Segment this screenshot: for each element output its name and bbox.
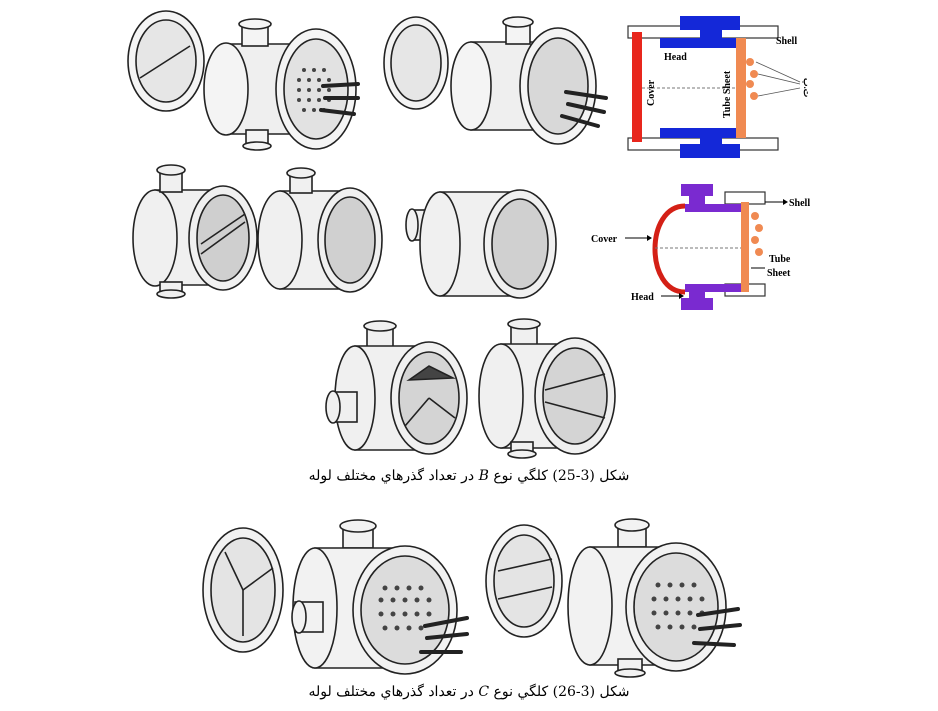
- figure-caption-25: شكل (3-25) كلگي نوع B در تعداد گذرهاي مخ…: [0, 468, 938, 484]
- channel-sketch-5: [405, 189, 557, 299]
- caption-25-letter: B: [478, 468, 489, 484]
- label-tube-sheet: Tube Sheet: [722, 70, 733, 118]
- channel-sketch-7: [478, 318, 616, 459]
- cover-plate: [632, 32, 642, 142]
- channel-sketch-1: [127, 10, 360, 151]
- caption-26-suffix: در تعداد گذرهاي مختلف لوله: [308, 684, 474, 700]
- channel-sketch-8: [202, 519, 469, 675]
- channel-sketch-3: [132, 164, 258, 299]
- figure-caption-26: شكل (3-26) كلگي نوع C در تعداد گذرهاي مخ…: [0, 684, 938, 700]
- head-flange-top-mid: [681, 184, 713, 196]
- caption-26-prefix: شكل (3-26) كلگي نوع: [493, 684, 630, 700]
- label-tube-mid: Tube: [769, 254, 791, 265]
- channel-sketch-9: [485, 518, 742, 678]
- head-flange-top: [680, 16, 740, 30]
- head-flange-bottom: [680, 144, 740, 158]
- tube-sheet-plate: [736, 38, 746, 138]
- cover-dome: [652, 203, 686, 295]
- tube-sheet-mid: [741, 202, 749, 292]
- channel-sketch-2: [383, 16, 608, 145]
- caption-26-letter: C: [478, 684, 490, 700]
- label-head-mid: Head: [631, 292, 654, 303]
- caption-25-prefix: شكل (3-25) كلگي نوع: [493, 468, 630, 484]
- caption-25-suffix: در تعداد گذرهاي مختلف لوله: [308, 468, 475, 484]
- channel-sketch-4: [257, 167, 383, 293]
- channel-schematic-mid: Shell Cover Head Tube Sheet: [591, 184, 810, 310]
- label-shell-mid: Shell: [789, 198, 810, 209]
- head-flange-bottom-mid: [681, 298, 713, 310]
- label-sheet-mid: Sheet: [767, 268, 791, 279]
- label-cover: Cover: [646, 79, 657, 106]
- label-annotation: ت.ب: [801, 78, 812, 97]
- channel-sketch-6: [325, 320, 468, 455]
- label-cover-mid: Cover: [591, 234, 618, 245]
- channel-schematic-top: Shell Head Cover Tube Sheet ت.ب: [627, 16, 812, 158]
- label-shell: Shell: [776, 36, 797, 47]
- label-head: Head: [664, 52, 687, 63]
